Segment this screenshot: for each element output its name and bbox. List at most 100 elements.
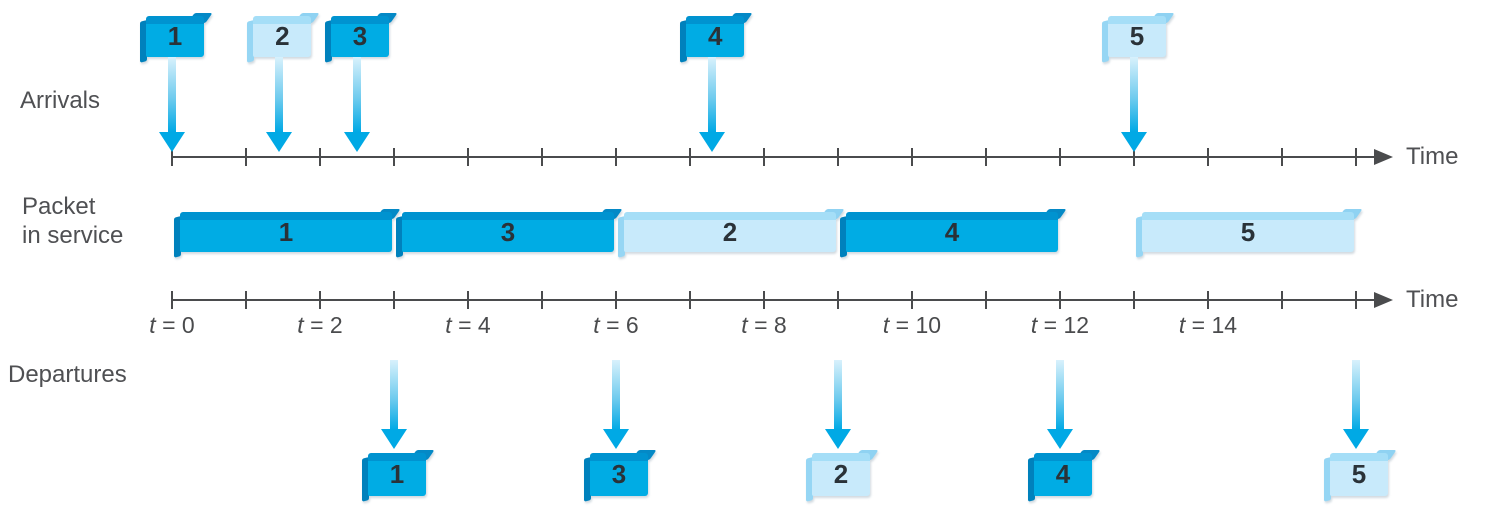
arrivals-timeline [172,156,1376,158]
service-bar-cap [624,212,836,220]
departure-packet-box-face [812,461,870,496]
arrival-packet-box-face [686,24,745,57]
arrival-arrow-shaft [275,57,284,132]
service-bar-face [180,220,392,252]
timeline-tick [1355,148,1357,166]
departure-arrow-shaft [834,360,842,430]
timeline-tick [319,148,321,166]
departure-arrow-head-icon [1047,429,1073,449]
arrival-packet-box-face [331,24,389,57]
timeline-tick [467,148,469,166]
timeline-tick [245,291,247,309]
packet-number: 3 [352,21,368,51]
arrival-packet-box-cap [686,16,745,24]
arrival-packet-box: 3 [325,13,398,63]
timeline-tick [467,291,469,309]
departure-arrow-head-icon [825,429,851,449]
tick-label: t = 6 [593,312,639,338]
packet-number: 3 [500,216,516,247]
timeline-arrowhead-icon [1374,292,1393,308]
timeline-tick [171,148,173,166]
departure-arrow-shaft [1352,360,1360,430]
packet-number: 1 [278,216,294,247]
timeline-tick [1207,148,1209,166]
departure-arrow-shaft [1056,360,1064,430]
timeline-tick [1133,148,1135,166]
timeline-tick [1281,148,1283,166]
service-bar: 5 [1136,209,1363,258]
service-bar: 4 [840,209,1067,258]
packet-number: 1 [167,21,183,51]
timeline-tick [763,148,765,166]
packet-number: 2 [833,459,849,489]
tick-label: t = 8 [741,312,787,338]
timeline-tick [393,291,395,309]
timeline-tick [245,148,247,166]
arrival-arrow-head-icon [1121,132,1147,152]
packet-number: 4 [707,21,723,51]
timeline-tick [319,291,321,309]
departure-packet-box: 3 [584,450,657,502]
packet-in-service-label: Packet in service [22,192,123,250]
packet-number: 5 [1129,21,1145,51]
timeline-tick [1133,291,1135,309]
departure-arrow-head-icon [381,429,407,449]
service-bar-cap [846,212,1058,220]
tick-label: t = 0 [149,312,195,338]
tick-label: t = 14 [1178,312,1238,338]
packet-number: 4 [944,216,960,247]
departures-label: Departures [8,361,127,388]
departure-arrow-shaft [390,360,398,430]
departure-packet-box: 5 [1324,450,1397,502]
timeline-tick [837,148,839,166]
departure-packet-box-cap [1034,453,1092,461]
arrival-arrow-head-icon [266,132,293,152]
departure-packet-box: 1 [362,450,435,502]
arrival-packet-box-cap [146,16,204,24]
departure-packet-box: 4 [1028,450,1101,502]
arrivals-label: Arrivals [20,87,101,114]
tick-label: t = 4 [445,312,491,338]
service-bar-face [624,220,836,252]
departure-packet-box: 2 [806,450,879,502]
timeline-tick [1207,291,1209,309]
arrival-packet-box-cap [1108,16,1166,24]
timeline-tick [615,148,617,166]
timeline-tick [541,291,543,309]
arrival-packet-box-cap [253,16,312,24]
arrival-packet-box: 4 [680,13,753,63]
arrival-packet-box: 5 [1102,13,1175,63]
arrival-packet-box-cap [331,16,389,24]
service-bar: 2 [618,209,845,258]
service-timeline [172,299,1376,301]
timeline-tick [763,291,765,309]
departure-arrow-shaft [612,360,620,430]
arrival-packet-box-face [1108,24,1166,57]
service-bar: 1 [174,209,401,258]
packet-number: 5 [1240,216,1256,247]
packet-number: 4 [1055,459,1071,489]
timeline-tick [393,148,395,166]
departure-packet-box-cap [590,453,648,461]
timeline-tick [689,291,691,309]
arrival-packet-box: 2 [247,13,320,63]
departure-packet-box-face [1330,461,1388,496]
service-bar-face [846,220,1058,252]
tick-label: t = 10 [882,312,942,338]
packet-number: 2 [722,216,738,247]
departure-packet-box-cap [1330,453,1388,461]
arrival-arrow-shaft [168,57,176,132]
packet-number: 3 [611,459,627,489]
departure-packet-box-face [368,461,426,496]
packet-in-service-label-line2: in service [22,222,124,249]
departure-packet-box-face [590,461,648,496]
arrival-arrow-head-icon [344,132,370,152]
timeline-tick [1059,148,1061,166]
arrival-packet-box-face [253,24,312,57]
service-bar-cap [1142,212,1354,220]
service-bar-face [402,220,614,252]
departure-arrow-head-icon [603,429,629,449]
service-bar-cap [402,212,614,220]
service-bar: 3 [396,209,623,258]
packet-number: 2 [275,21,290,51]
